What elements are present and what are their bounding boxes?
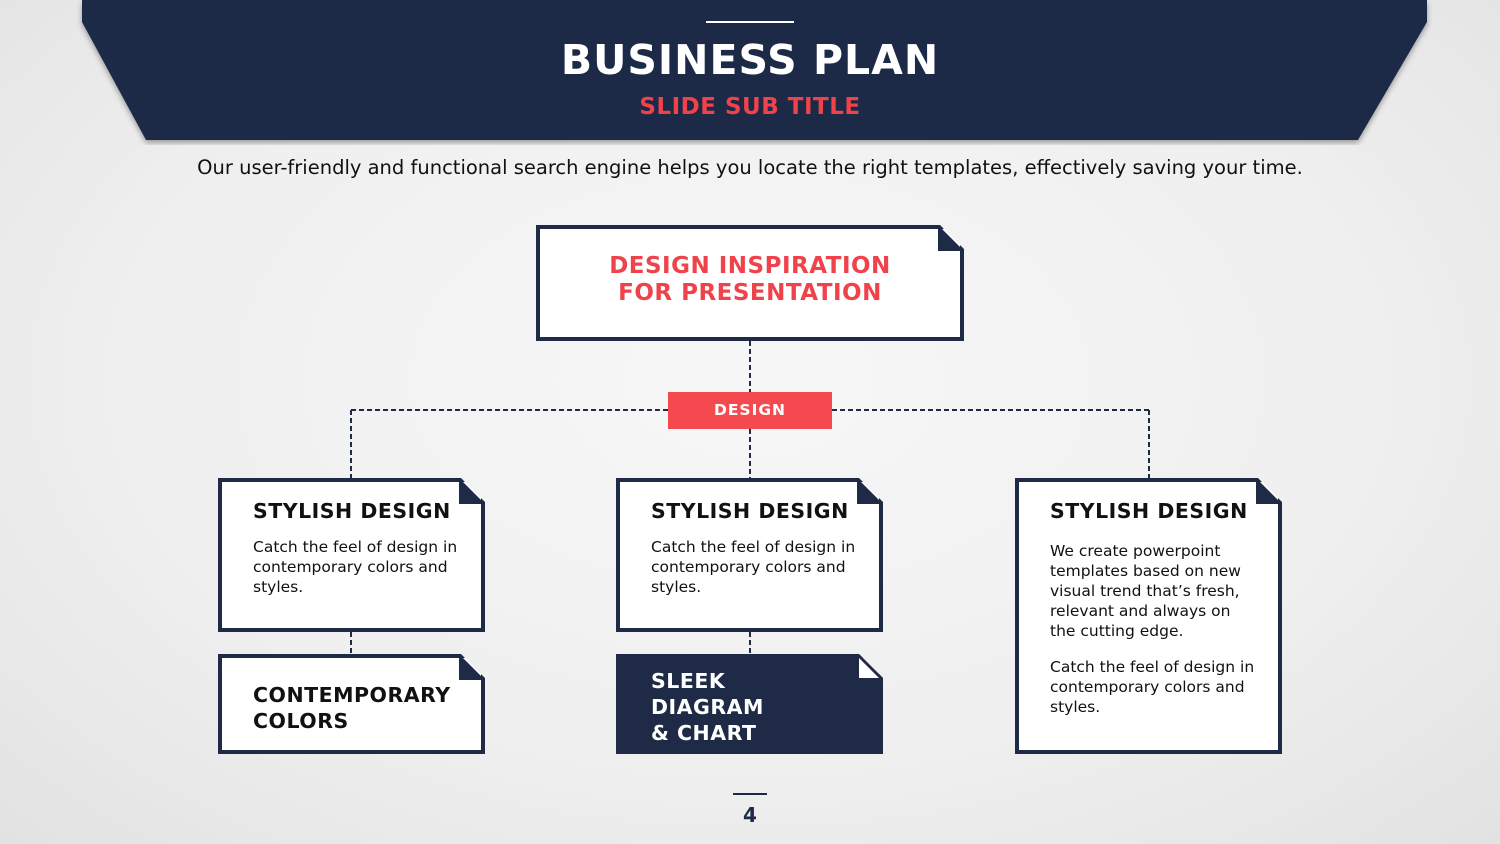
- card-sleek-title-line3: & CHART: [651, 721, 757, 745]
- card-sleek-title-line2: DIAGRAM: [651, 695, 764, 719]
- header-rule: [706, 21, 794, 23]
- card-right-body: We create powerpoint templates based on …: [1050, 542, 1241, 640]
- card-contemporary-colors: CONTEMPORARY COLORS: [218, 654, 485, 754]
- hub-label: DESIGN: [668, 392, 832, 429]
- root-card: DESIGN INSPIRATION FOR PRESENTATION: [536, 225, 964, 341]
- card-left-title: STYLISH DESIGN: [253, 499, 451, 523]
- slide-subtitle: SLIDE SUB TITLE: [639, 94, 861, 120]
- card-left: STYLISH DESIGN Catch the feel of design …: [218, 478, 485, 632]
- header-band: [82, 0, 1427, 140]
- card-sleek-diagram-title: SLEEK DIAGRAM & CHART: [651, 668, 851, 746]
- card-right-title: STYLISH DESIGN: [1050, 499, 1248, 523]
- card-sleek-diagram: SLEEK DIAGRAM & CHART: [616, 654, 883, 754]
- root-card-title: DESIGN INSPIRATION FOR PRESENTATION: [540, 253, 960, 307]
- card-left-body: Catch the feel of design in contemporary…: [253, 538, 458, 596]
- card-middle: STYLISH DESIGN Catch the feel of design …: [616, 478, 883, 632]
- page-number: 4: [743, 803, 757, 827]
- card-sleek-title-line1: SLEEK: [651, 669, 726, 693]
- card-middle-title: STYLISH DESIGN: [651, 499, 849, 523]
- card-right: STYLISH DESIGN We create powerpoint temp…: [1015, 478, 1282, 754]
- root-card-title-line2: FOR PRESENTATION: [618, 280, 882, 306]
- page-number-rule: [733, 793, 767, 795]
- card-middle-body: Catch the feel of design in contemporary…: [651, 538, 856, 596]
- root-card-title-line1: DESIGN INSPIRATION: [609, 253, 891, 279]
- card-right-body-second: Catch the feel of design in contemporary…: [1050, 658, 1255, 716]
- intro-text: Our user-friendly and functional search …: [197, 156, 1303, 179]
- slide-title: BUSINESS PLAN: [560, 36, 940, 84]
- card-contemporary-colors-title: CONTEMPORARY COLORS: [253, 683, 451, 733]
